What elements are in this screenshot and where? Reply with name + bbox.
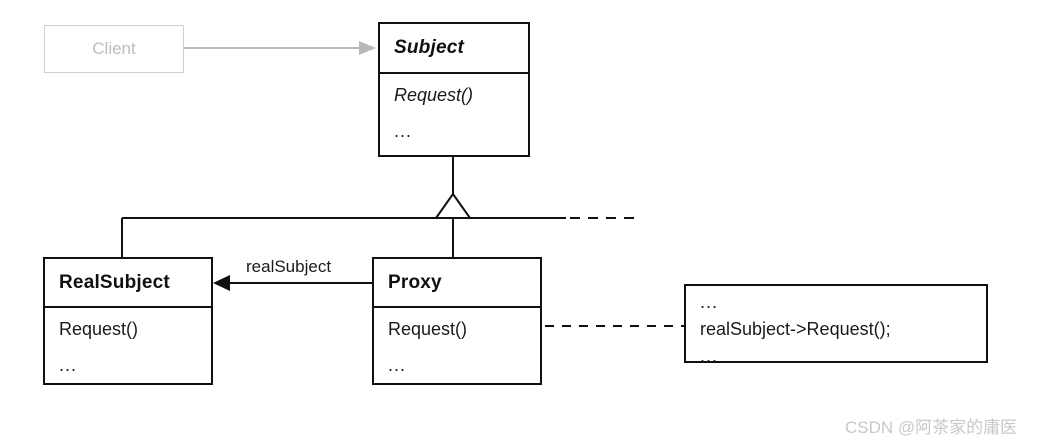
subject-name-compartment: Subject xyxy=(380,24,528,72)
note-text-block: ... realSubject->Request(); ... xyxy=(700,293,891,374)
realsubject-name-compartment: RealSubject xyxy=(45,259,211,306)
association-role-label-realsubject: realSubject xyxy=(246,257,332,276)
edge-generalization xyxy=(121,157,641,257)
proxy-members-compartment: Request() ... xyxy=(374,306,540,385)
edge-proxy-to-realsubject xyxy=(213,275,372,291)
edge-client-to-subject xyxy=(184,41,376,55)
proxy-operation-request: Request() xyxy=(388,319,468,339)
realsubject-class-name: RealSubject xyxy=(59,271,170,293)
subject-class-name: Subject xyxy=(394,37,465,58)
subject-operation-request: Request() xyxy=(394,85,474,105)
proxy-class-name: Proxy xyxy=(388,271,442,293)
note-box[interactable]: ... realSubject->Request(); ... xyxy=(684,284,988,365)
note-line-2: realSubject->Request(); xyxy=(700,318,891,339)
realsubject-class-box[interactable]: RealSubject Request() ... xyxy=(43,257,213,385)
subject-members-ellipsis: ... xyxy=(394,121,413,141)
note-line-3: ... xyxy=(700,345,719,366)
client-class-label: Client xyxy=(92,39,136,58)
realsubject-members-ellipsis: ... xyxy=(59,355,78,375)
realsubject-operation-request: Request() xyxy=(59,319,139,339)
client-class-box[interactable]: Client xyxy=(44,25,184,73)
proxy-members-ellipsis: ... xyxy=(388,355,407,375)
proxy-class-box[interactable]: Proxy Request() ... xyxy=(372,257,542,385)
proxy-name-compartment: Proxy xyxy=(374,259,540,306)
note-line-1: ... xyxy=(700,292,719,312)
realsubject-members-compartment: Request() ... xyxy=(45,306,211,385)
note-body xyxy=(684,284,988,363)
subject-members-compartment: Request() ... xyxy=(380,72,528,157)
csdn-watermark: CSDN @阿茶家的庸医 xyxy=(845,418,1018,437)
subject-class-box[interactable]: Subject Request() ... xyxy=(378,22,530,157)
